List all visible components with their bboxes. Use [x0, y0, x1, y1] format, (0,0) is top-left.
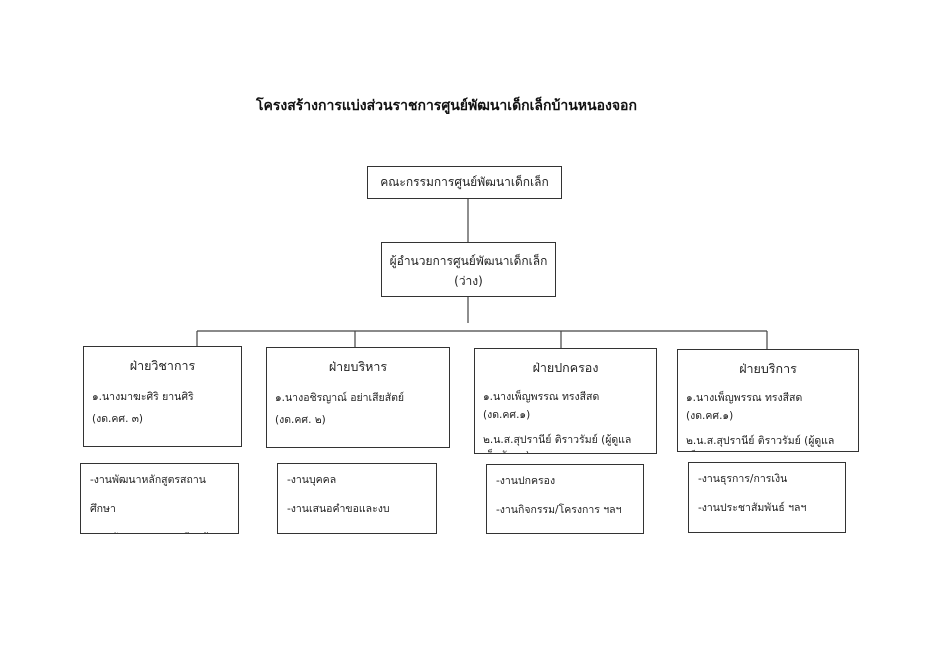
department-name: ฝ่ายปกครอง	[532, 360, 599, 375]
director-title: ผู้อำนวยการศูนย์พัฒนาเด็กเล็ก	[389, 254, 548, 268]
staff-item: ๑.นางเพ็ญพรรณ ทรงสีสด (งด.คศ.๑)	[483, 391, 600, 421]
task-item: -งานจัดกระบวนการเรียนรู้	[81, 524, 238, 533]
staff-item: ๑.นางอชิรญาณ์ อย่าเสียสัตย์ (งด.คศ. ๒)	[275, 392, 405, 426]
staff-item: ๑.นางเพ็ญพรรณ ทรงสีสด (งด.คศ.๑)	[686, 392, 803, 422]
director-box: ผู้อำนวยการศูนย์พัฒนาเด็กเล็ก (ว่าง)	[381, 242, 556, 297]
committee-box: คณะกรรมการศูนย์พัฒนาเด็กเล็ก	[367, 166, 562, 199]
staff-item: ๑.นางมาฆะศิริ ยานศิริ (งด.คศ. ๓)	[92, 391, 194, 425]
task-item: -งานธุรการ/การเงิน	[698, 473, 788, 485]
task-item: -งานปกครอง	[496, 475, 556, 487]
task-box-administration: -งานบุคคล -งานเสนอคำขอและงบประมาณ	[277, 463, 437, 534]
department-box-academic: ฝ่ายวิชาการ ๑.นางมาฆะศิริ ยานศิริ (งด.คศ…	[83, 346, 242, 447]
task-item: -งานประชาสัมพันธ์ ฯลฯ	[698, 502, 807, 514]
department-box-services: ฝ่ายบริการ ๑.นางเพ็ญพรรณ ทรงสีสด (งด.คศ.…	[677, 349, 859, 452]
department-box-administration: ฝ่ายบริหาร ๑.นางอชิรญาณ์ อย่าเสียสัตย์ (…	[266, 347, 450, 448]
task-item: -งานพัฒนาหลักสูตรสถานศึกษา	[90, 474, 206, 515]
department-name: ฝ่ายบริหาร	[328, 359, 388, 374]
department-name: ฝ่ายวิชาการ	[129, 358, 196, 373]
director-status: (ว่าง)	[454, 274, 483, 288]
task-item: -งานกิจกรรม/โครงการ ฯลฯ	[496, 504, 622, 516]
department-name: ฝ่ายบริการ	[739, 361, 797, 376]
staff-item: ๒.น.ส.สุปรานีย์ ติราวรัมย์ (ผู้ดูแลเด็กท…	[686, 435, 835, 447]
staff-item: ๒.น.ส.สุปรานีย์ ติราวรัมย์ (ผู้ดูแลเด็กท…	[483, 434, 632, 453]
page-title: โครงสร้างการแบ่งส่วนราชการศูนย์พัฒนาเด็ก…	[256, 98, 637, 114]
task-box-governance: -งานปกครอง -งานกิจกรรม/โครงการ ฯลฯ	[486, 464, 644, 534]
committee-label: คณะกรรมการศูนย์พัฒนาเด็กเล็ก	[380, 175, 549, 189]
task-item: -งานเสนอคำขอและงบประมาณ	[287, 503, 390, 533]
task-item: -งานบุคคล	[287, 474, 337, 486]
task-box-academic: -งานพัฒนาหลักสูตรสถานศึกษา -งานจัดกระบวน…	[80, 463, 239, 534]
task-box-services: -งานธุรการ/การเงิน -งานประชาสัมพันธ์ ฯลฯ	[688, 462, 846, 533]
department-box-governance: ฝ่ายปกครอง ๑.นางเพ็ญพรรณ ทรงสีสด (งด.คศ.…	[474, 348, 657, 454]
